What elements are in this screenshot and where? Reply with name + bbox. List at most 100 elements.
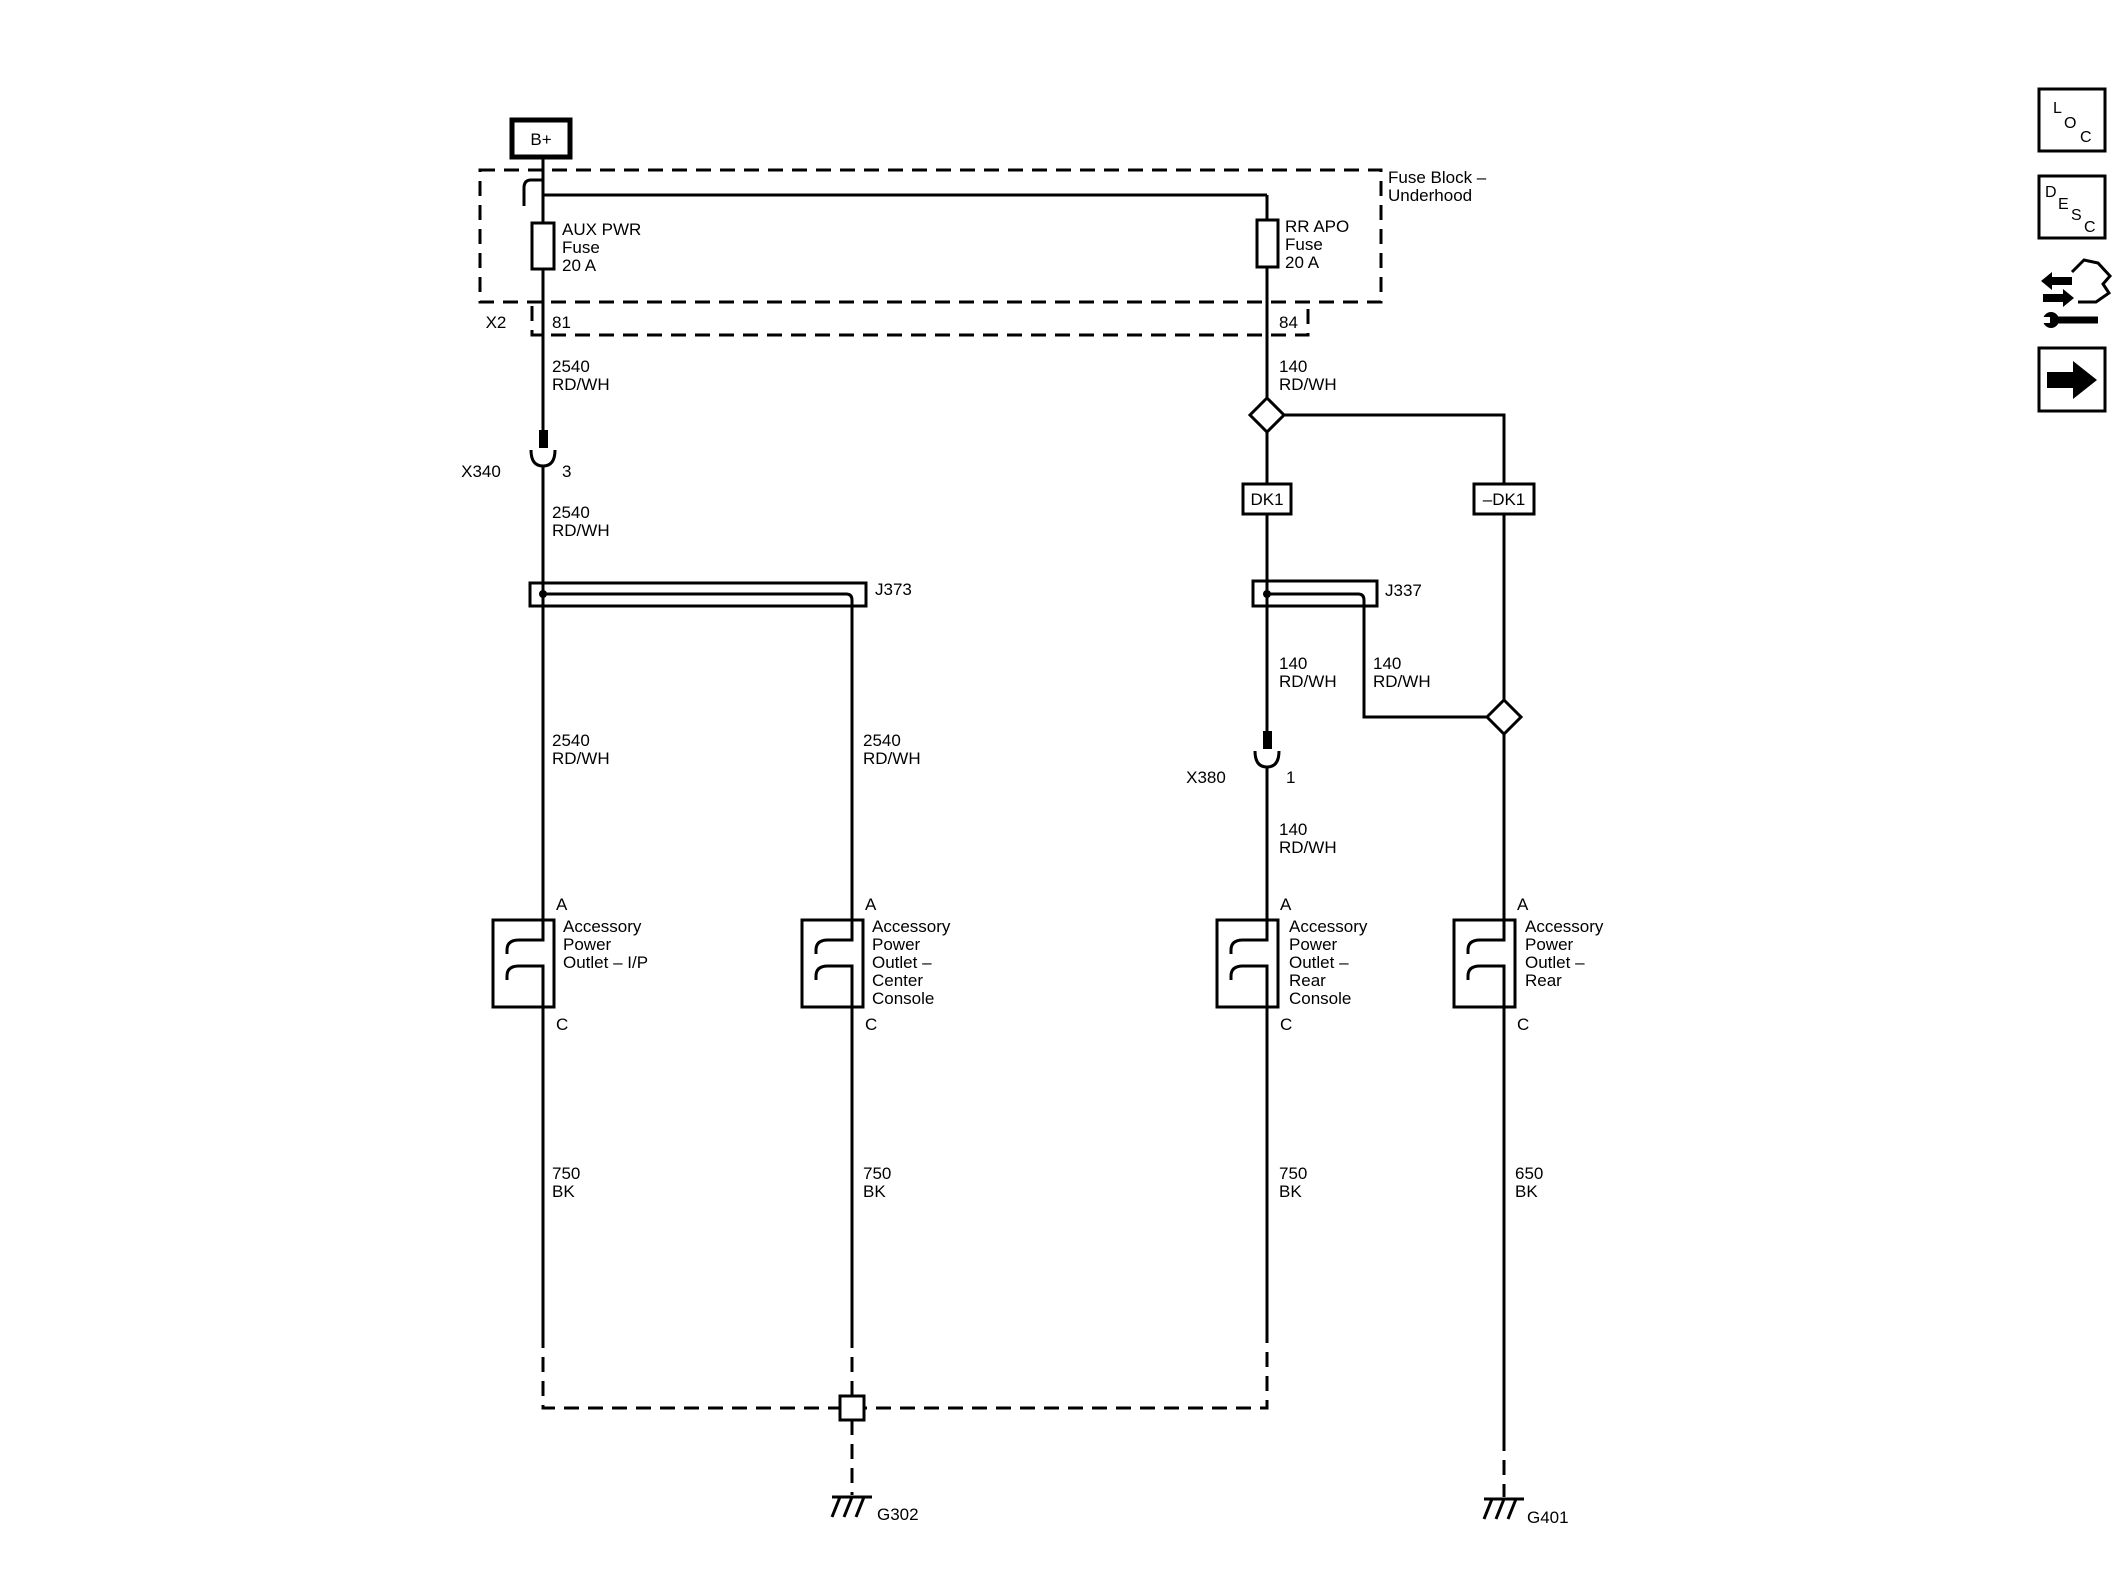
accessory-power-outlet-rear: A C Accessory Power Outlet – Rear bbox=[1452, 895, 1604, 1034]
wire-color-code: RD/WH bbox=[552, 521, 610, 540]
outlet-label-line: Console bbox=[1289, 989, 1351, 1008]
next-page-button[interactable] bbox=[2037, 346, 2107, 413]
desc-button[interactable]: D E S C bbox=[2037, 174, 2107, 240]
splice-j373: J373 bbox=[528, 580, 912, 608]
connector-female-socket bbox=[1253, 750, 1281, 769]
outlet-label-line: Accessory bbox=[872, 917, 951, 936]
outlet-symbol bbox=[800, 918, 865, 1009]
splice-pack bbox=[528, 581, 868, 608]
wire-circuit-number: 650 bbox=[1515, 1164, 1543, 1183]
wire-circuit-number: 2540 bbox=[552, 503, 590, 522]
outlet-label-line: Accessory bbox=[563, 917, 642, 936]
outlet-label-line: Power bbox=[563, 935, 612, 954]
wire-circuit-number: 750 bbox=[552, 1164, 580, 1183]
connector-pin: 81 bbox=[552, 313, 571, 332]
wire-label: 140 RD/WH bbox=[1279, 357, 1337, 394]
connector-pin: 3 bbox=[562, 462, 571, 481]
ground-g302: G302 bbox=[830, 1495, 919, 1524]
outlet-label-line: Outlet – bbox=[1289, 953, 1349, 972]
icon-letter: C bbox=[2080, 129, 2092, 146]
accessory-power-outlet-rear-console: A C Accessory Power Outlet – Rear Consol… bbox=[1215, 895, 1368, 1034]
wire-label: 750 BK bbox=[1279, 1164, 1307, 1201]
outlet-pin-c: C bbox=[556, 1015, 568, 1034]
outlet-label-line: Accessory bbox=[1289, 917, 1368, 936]
icon-letter: O bbox=[2064, 115, 2076, 132]
wire-color-code: RD/WH bbox=[552, 375, 610, 394]
outlet-label-line: Rear bbox=[1289, 971, 1326, 990]
splice-bus bbox=[543, 592, 854, 601]
battery-positive-source: B+ bbox=[509, 117, 573, 160]
wire-label: 2540 RD/WH bbox=[552, 731, 610, 768]
connector-pin: 84 bbox=[1279, 313, 1298, 332]
outlet-pin-a: A bbox=[865, 895, 877, 914]
ground-name: G401 bbox=[1527, 1508, 1569, 1527]
wire-label: 750 BK bbox=[863, 1164, 891, 1201]
stud-terminal-symbol bbox=[522, 178, 543, 206]
wire-circuit-number: 2540 bbox=[863, 731, 901, 750]
loc-button[interactable]: L O C bbox=[2037, 87, 2107, 153]
wire-color-code: RD/WH bbox=[1279, 375, 1337, 394]
connector-name: X340 bbox=[461, 462, 501, 481]
nav-toolbar: L O C D E S C bbox=[2037, 87, 2113, 413]
wire-color-code: RD/WH bbox=[552, 749, 610, 768]
connector-male-pin bbox=[539, 430, 548, 448]
connector-female-socket bbox=[529, 449, 557, 468]
ground-splice-square bbox=[838, 1394, 866, 1422]
fuse-rating: 20 A bbox=[1285, 253, 1320, 272]
icon-letter: E bbox=[2058, 196, 2069, 213]
wire-label: 140 RD/WH bbox=[1279, 820, 1337, 857]
wire-circuit-number: 750 bbox=[1279, 1164, 1307, 1183]
connector-outline bbox=[530, 306, 1310, 337]
wire-label: 2540 RD/WH bbox=[552, 357, 610, 394]
outlet-label-line: Power bbox=[872, 935, 921, 954]
wire-140-option-without-dk1 bbox=[1284, 413, 1506, 484]
ground-bus-dashed bbox=[541, 1333, 1269, 1410]
wire-color-code: RD/WH bbox=[1373, 672, 1431, 691]
inline-connector-x380: X380 1 bbox=[1186, 731, 1295, 787]
option-branch-diamond bbox=[1247, 395, 1287, 435]
option-join-diamond bbox=[1484, 697, 1524, 737]
option-box-not-dk1: –DK1 bbox=[1472, 482, 1536, 516]
outlet-pin-c: C bbox=[865, 1015, 877, 1034]
fuse-aux-pwr: AUX PWR Fuse 20 A bbox=[530, 220, 641, 275]
next-arrow-icon bbox=[2047, 361, 2097, 399]
ground-name: G302 bbox=[877, 1505, 919, 1524]
outlet-symbol bbox=[1215, 918, 1280, 1009]
connector-name: X2 bbox=[486, 313, 507, 332]
wire-color-code: RD/WH bbox=[1279, 838, 1337, 857]
fuse-rr-apo: RR APO Fuse 20 A bbox=[1255, 217, 1349, 272]
outlet-pin-a: A bbox=[556, 895, 568, 914]
splice-branch-wire bbox=[1267, 592, 1487, 719]
splice-node bbox=[1263, 590, 1271, 598]
ground-icon bbox=[830, 1495, 872, 1518]
fuse-symbol bbox=[530, 221, 556, 271]
wire-label: 650 BK bbox=[1515, 1164, 1543, 1201]
wire-circuit-number: 2540 bbox=[552, 731, 590, 750]
option-label: –DK1 bbox=[1483, 490, 1526, 509]
ground-icon bbox=[1482, 1497, 1524, 1520]
outlet-label-line: Power bbox=[1289, 935, 1338, 954]
accessory-power-outlet-ip: A C Accessory Power Outlet – I/P bbox=[491, 895, 648, 1034]
wire-color-code: BK bbox=[1515, 1182, 1538, 1201]
connector-name: X380 bbox=[1186, 768, 1226, 787]
outlet-label-line: Outlet – I/P bbox=[563, 953, 648, 972]
splice-name: J373 bbox=[875, 580, 912, 599]
wire-circuit-number: 140 bbox=[1279, 654, 1307, 673]
power-source-label: B+ bbox=[530, 130, 551, 149]
wire-color-code: BK bbox=[552, 1182, 575, 1201]
accessory-power-outlet-center-console: A C Accessory Power Outlet – Center Cons… bbox=[800, 895, 951, 1034]
connector-pin: 1 bbox=[1286, 768, 1295, 787]
outlet-pin-a: A bbox=[1280, 895, 1292, 914]
outlet-label-line: Outlet – bbox=[1525, 953, 1585, 972]
wire-color-code: RD/WH bbox=[863, 749, 921, 768]
option-label: DK1 bbox=[1250, 490, 1283, 509]
icon-letter: S bbox=[2071, 207, 2082, 224]
connector-repair-button[interactable] bbox=[2041, 258, 2113, 328]
connector-x2: X2 81 84 bbox=[486, 306, 1310, 337]
splice-name: J337 bbox=[1385, 581, 1422, 600]
option-box-dk1: DK1 bbox=[1241, 482, 1293, 516]
wire-circuit-number: 140 bbox=[1373, 654, 1401, 673]
outlet-label-line: Outlet – bbox=[872, 953, 932, 972]
outlet-pin-a: A bbox=[1517, 895, 1529, 914]
outlet-symbol bbox=[491, 918, 556, 1009]
